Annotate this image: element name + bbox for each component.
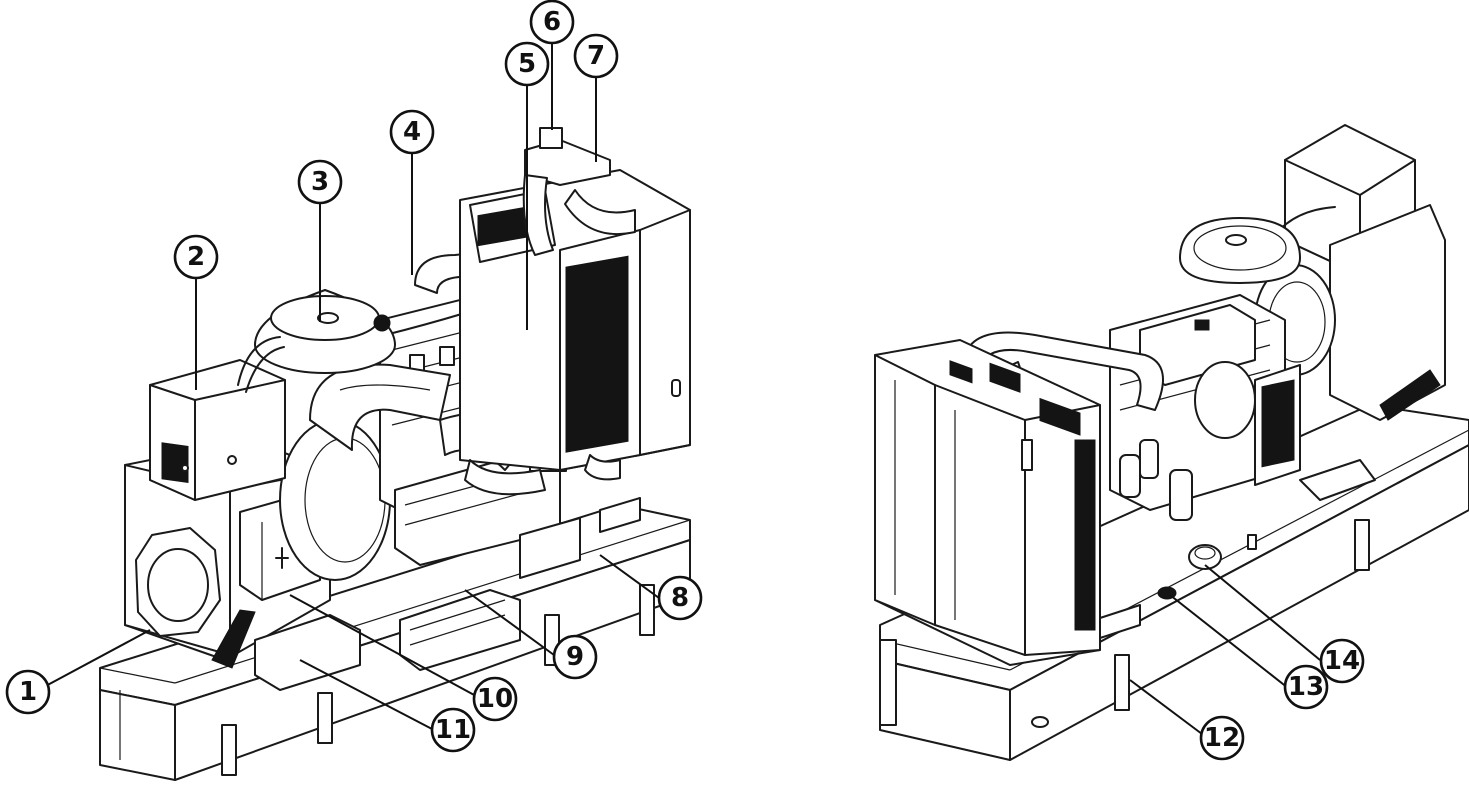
callout-label-10: 10 bbox=[477, 684, 513, 714]
engine-block-rear bbox=[1109, 294, 1301, 521]
leader-12 bbox=[1129, 679, 1203, 735]
callout-label-3: 3 bbox=[311, 167, 329, 197]
leader-1 bbox=[41, 629, 151, 689]
callout-label-9: 9 bbox=[566, 642, 584, 672]
callout-8: 8 bbox=[657, 575, 703, 621]
leader-8 bbox=[599, 554, 660, 599]
callout-label-7: 7 bbox=[587, 41, 605, 71]
callout-7: 7 bbox=[573, 33, 619, 79]
callout-2: 2 bbox=[173, 234, 219, 280]
callout-5: 5 bbox=[504, 41, 550, 87]
callout-9: 9 bbox=[552, 634, 598, 680]
callout-label-8: 8 bbox=[671, 583, 689, 613]
callout-label-5: 5 bbox=[518, 49, 536, 79]
generator-set-rear-view bbox=[874, 124, 1469, 761]
callout-1: 1 bbox=[5, 669, 51, 715]
air-filter bbox=[254, 289, 396, 374]
callout-12: 12 bbox=[1199, 715, 1245, 761]
callout-label-13: 13 bbox=[1288, 672, 1324, 702]
callout-4: 4 bbox=[389, 109, 435, 155]
leader-10 bbox=[289, 594, 477, 697]
callout-label-12: 12 bbox=[1204, 723, 1240, 753]
alternator bbox=[124, 419, 391, 691]
callout-6: 6 bbox=[529, 0, 575, 45]
control-panel bbox=[149, 359, 286, 501]
leader-13 bbox=[1169, 594, 1289, 689]
callout-label-14: 14 bbox=[1324, 646, 1360, 676]
callout-10: 10 bbox=[472, 676, 518, 722]
callout-label-6: 6 bbox=[543, 7, 561, 37]
radiator-top bbox=[522, 127, 636, 256]
radiator bbox=[459, 169, 691, 471]
callouts: 1 2 3 4 5 6 7 8 9 10 11 12 13 14 bbox=[5, 0, 1365, 761]
callout-14: 14 bbox=[1319, 638, 1365, 684]
callout-label-4: 4 bbox=[403, 117, 421, 147]
callout-label-11: 11 bbox=[435, 715, 471, 745]
radiator-rear bbox=[874, 339, 1101, 666]
alternator-rear bbox=[1254, 124, 1446, 421]
leader-lines bbox=[41, 44, 1321, 735]
generator-set-front-view bbox=[99, 127, 691, 781]
leader-9 bbox=[464, 589, 555, 656]
air-filter-rear bbox=[1179, 217, 1301, 284]
callout-11: 11 bbox=[430, 707, 476, 753]
callout-label-1: 1 bbox=[19, 677, 37, 707]
leader-11 bbox=[299, 659, 433, 730]
callout-13: 13 bbox=[1283, 664, 1329, 710]
radiator-fins bbox=[565, 255, 629, 453]
callout-3: 3 bbox=[297, 159, 343, 205]
callout-label-2: 2 bbox=[187, 242, 205, 272]
leader-14 bbox=[1204, 564, 1321, 661]
